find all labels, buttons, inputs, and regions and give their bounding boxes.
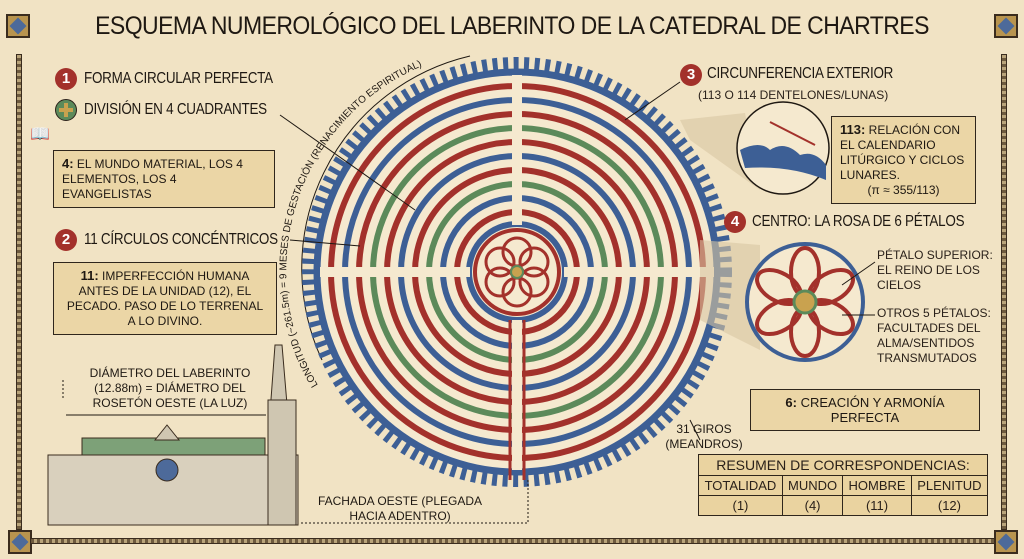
- note-number: 6:: [785, 395, 797, 410]
- pi-formula: (π ≈ 355/113): [867, 183, 940, 197]
- heading-subtext: (113 O 114 DENTELONES/LUNAS): [698, 88, 889, 102]
- ornament-corner-icon: [994, 530, 1018, 554]
- note-text: IMPERFECCIÓN HUMANA ANTES DE LA UNIDAD (…: [66, 269, 264, 328]
- frame-right: [1001, 54, 1007, 530]
- summary-value: (11): [842, 495, 912, 516]
- summary-header: MUNDO: [781, 475, 844, 496]
- rose-center: [510, 265, 524, 279]
- cross-quadrants-icon: [55, 99, 77, 121]
- summary-header: PLENITUD: [910, 475, 989, 496]
- summary-value: (4): [781, 495, 844, 516]
- summary-header: HOMBRE: [842, 475, 912, 496]
- number-badge-1: 1: [55, 68, 77, 90]
- note-box-113: 113: RELACIÓN CON EL CALENDARIO LITÚRGIC…: [831, 116, 976, 204]
- heading-center-rose: CENTRO: LA ROSA DE 6 PÉTALOS: [752, 213, 965, 230]
- note-number: 11:: [80, 268, 99, 283]
- note-text: EL MUNDO MATERIAL, LOS 4 ELEMENTOS, LOS …: [62, 157, 243, 201]
- quadrant-turns: [320, 75, 714, 470]
- measure-arrow-icon: [769, 121, 816, 146]
- note-number: 4:: [62, 156, 74, 171]
- number-badge-2: 2: [55, 229, 77, 251]
- note-number: 113:: [840, 122, 866, 137]
- rose-petals: [484, 236, 550, 308]
- pointer-line: [841, 261, 876, 286]
- page-title: ESQUEMA NUMEROLÓGICO DEL LABERINTO DE LA…: [95, 12, 929, 40]
- summary-value: (1): [698, 495, 783, 516]
- ornament-corner-icon: [994, 14, 1018, 38]
- summary-header: TOTALIDAD: [698, 475, 783, 496]
- ornament-corner-icon: [6, 14, 30, 38]
- summary-value: (12): [910, 495, 989, 516]
- heading-quadrants: DIVISIÓN EN 4 CUADRANTES: [84, 101, 267, 118]
- rose-zoom-center: [792, 289, 818, 315]
- number-badge-3: 3: [680, 64, 702, 86]
- heading-outer-circumference: CIRCUNFERENCIA EXTERIOR: [707, 65, 894, 82]
- petals-other-note: OTROS 5 PÉTALOS: FACULTADES DEL ALMA/SEN…: [877, 306, 991, 365]
- zoom-cone: [700, 240, 760, 350]
- note-box-4: 4: EL MUNDO MATERIAL, LOS 4 ELEMENTOS, L…: [53, 150, 275, 208]
- note-box-6: 6: CREACIÓN Y ARMONÍA PERFECTA: [750, 389, 980, 431]
- petal-top-note: PÉTALO SUPERIOR: EL REINO DE LOS CIELOS: [877, 248, 993, 292]
- ornament-corner-icon: [8, 530, 32, 554]
- heading-circular-form: FORMA CIRCULAR PERFECTA: [84, 70, 273, 87]
- note-text: RELACIÓN CON EL CALENDARIO LITÚRGICO Y C…: [840, 123, 965, 182]
- diameter-note: DIÁMETRO DEL LABERINTO (12.88m) = DIÁMET…: [89, 366, 251, 410]
- note-text: CREACIÓN Y ARMONÍA PERFECTA: [800, 395, 945, 425]
- book-quill-icon: 📖: [30, 126, 50, 143]
- cathedral-illustration: [47, 344, 299, 526]
- heading-concentric: 11 CÍRCULOS CONCÉNTRICOS: [84, 231, 278, 248]
- facade-note: FACHADA OESTE (PLEGADA HACIA ADENTRO): [317, 494, 483, 523]
- number-badge-4: 4: [724, 211, 746, 233]
- frame-left: [16, 54, 22, 530]
- turns-note: 31 GIROS (MEANDROS): [665, 422, 743, 451]
- pointer-lines: [62, 81, 701, 524]
- path-arrows: [508, 320, 526, 480]
- teeth-zoom-icon: [740, 145, 826, 180]
- note-box-11: 11: IMPERFECCIÓN HUMANA ANTES DE LA UNID…: [53, 262, 277, 335]
- frame-bottom: [30, 538, 995, 544]
- summary-title: RESUMEN DE CORRESPONDENCIAS:: [698, 454, 988, 476]
